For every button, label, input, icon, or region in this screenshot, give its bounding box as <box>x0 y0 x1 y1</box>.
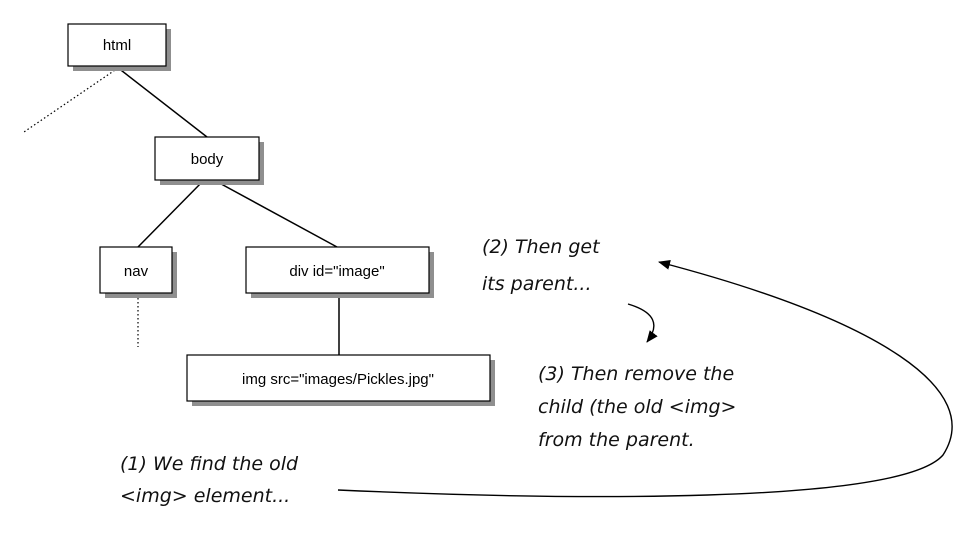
node-nav: nav <box>99 246 177 298</box>
note-step-3: (3) Then remove the child (the old <img>… <box>538 363 743 451</box>
note-step-1-line-1: (1) We find the old <box>120 453 299 475</box>
dotted-sibling-line <box>23 67 119 133</box>
edge-body-nav <box>137 178 206 248</box>
node-img-label: img src="images/Pickles.jpg" <box>242 371 434 388</box>
arrow-find-to-parent <box>337 259 953 498</box>
arrow-parent-to-remove <box>627 303 658 343</box>
node-body: body <box>154 136 264 185</box>
node-nav-label: nav <box>124 263 149 280</box>
note-step-3-line-1: (3) Then remove the <box>538 363 734 385</box>
note-step-1: (1) We find the old <img> element... <box>120 453 304 507</box>
node-div-label: div id="image" <box>289 263 384 280</box>
node-html-label: html <box>103 37 131 54</box>
edge-body-div <box>211 178 338 248</box>
node-div-image: div id="image" <box>245 246 434 298</box>
node-img: img src="images/Pickles.jpg" <box>186 354 495 406</box>
node-html: html <box>67 23 171 71</box>
node-body-label: body <box>191 151 224 168</box>
note-step-2-line-2: its parent... <box>482 273 591 295</box>
note-step-2-line-1: (2) Then get <box>482 236 601 258</box>
note-step-3-line-3: from the parent. <box>538 429 695 451</box>
note-step-1-line-2: <img> element... <box>120 485 290 507</box>
note-step-3-line-2: child (the old <img> <box>538 396 736 418</box>
edge-html-body <box>116 66 208 138</box>
note-step-2: (2) Then get its parent... <box>482 236 606 295</box>
